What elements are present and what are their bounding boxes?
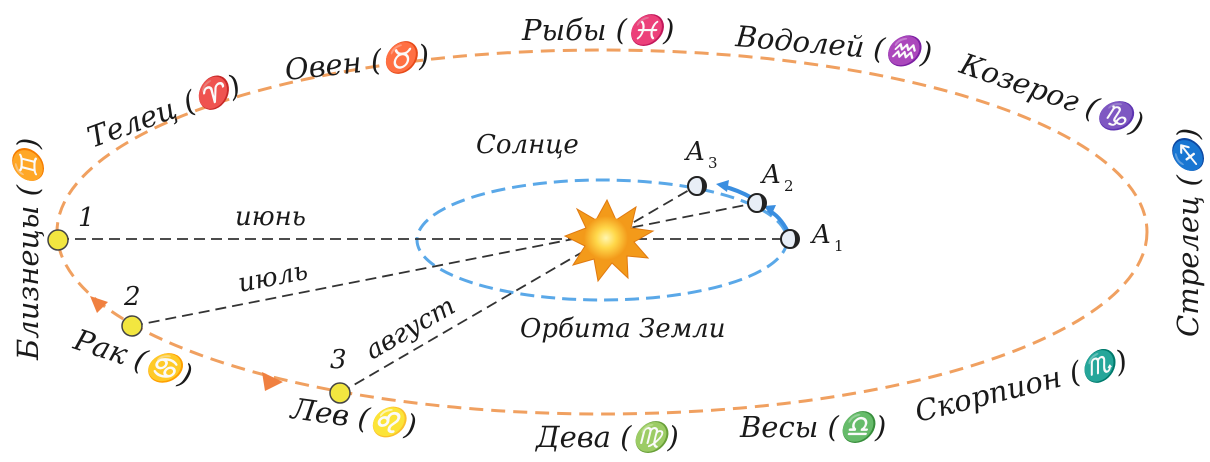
sight-line-august (339, 185, 697, 394)
svg-text:2: 2 (784, 177, 794, 195)
label-a3: A 3 (684, 137, 718, 172)
zodiac-libra: Весы (♎) (739, 410, 886, 444)
zodiac-taurus: Телец (♈) (83, 68, 245, 155)
zodiac-leo: Лев (♌) (287, 391, 419, 443)
ecliptic-arrows (90, 296, 283, 391)
sight-line-july (131, 202, 757, 327)
sun-position-1 (47, 229, 69, 251)
svg-text:A: A (760, 160, 781, 190)
sun-icon (563, 198, 655, 283)
zodiac-sagittarius: Стрелец (♐) (1171, 128, 1205, 337)
position-number-1: 1 (78, 203, 95, 233)
earth-position-a3 (687, 176, 707, 196)
zodiac-gemini: Близнецы (♊) (11, 138, 45, 361)
svg-text:1: 1 (834, 237, 844, 255)
zodiac-aries: Овен (♉) (283, 38, 431, 87)
zodiac-aquarius: Водолей (♒) (733, 19, 933, 70)
label-a1: A 1 (810, 220, 844, 255)
earth-position-a2 (747, 193, 767, 213)
svg-text:A: A (684, 137, 705, 167)
arrow-june-july (90, 296, 108, 313)
month-june-label: июнь (235, 202, 306, 232)
sun-label: Солнце (476, 130, 579, 160)
label-a2: A 2 (760, 160, 794, 195)
zodiac-scorpio: Скорпион (♏) (911, 343, 1130, 429)
svg-text:A: A (810, 220, 831, 250)
sun-position-2 (121, 315, 143, 337)
month-august-label: август (361, 291, 461, 366)
svg-text:3: 3 (708, 154, 718, 172)
zodiac-capricorn: Козерог (♑) (955, 46, 1148, 141)
earth-position-a1 (780, 229, 800, 249)
arrow-july-august (262, 372, 283, 391)
earth-orbit-label: Орбита Земли (520, 314, 725, 344)
sun-position-3 (329, 382, 351, 404)
zodiac-pisces: Рыбы (♓) (521, 13, 674, 47)
position-number-3: 3 (330, 345, 347, 375)
zodiac-virgo: Дева (♍) (534, 420, 679, 454)
position-number-2: 2 (123, 282, 141, 312)
